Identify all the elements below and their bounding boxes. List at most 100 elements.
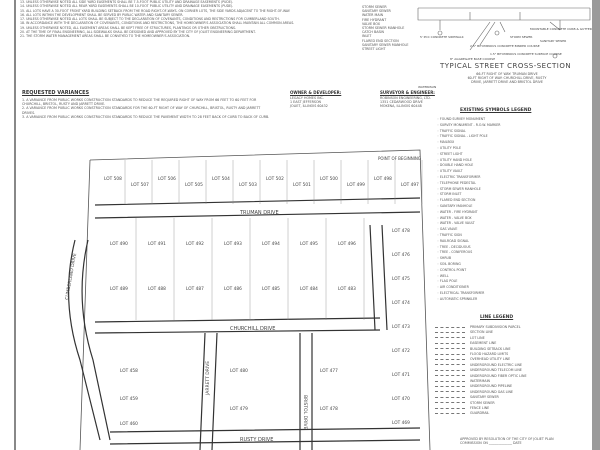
line-legend-item: OVERHEAD UTILITY LINE <box>435 357 510 361</box>
symbol-legend-item: ◦ STREET LIGHT <box>437 152 463 156</box>
line-label: UNDERGROUND GAS LINE <box>470 389 514 394</box>
symbol-icon: ◦ <box>437 198 440 203</box>
line-label: UNDERGROUND FIBER OPTIC LINE <box>470 373 527 378</box>
line-sample <box>435 364 465 366</box>
symbol-label: UTILITY VAULT <box>439 169 463 174</box>
symbol-legend-item: ◦ TRAFFIC SIGNAL - LIGHT POLE <box>437 134 488 138</box>
symbol-legend-item: ◦ AUTOMATIC SPRINKLER <box>437 297 477 301</box>
symbol-icon: ◦ <box>437 128 440 133</box>
cross-section-label: STORM SEWER <box>510 35 532 39</box>
line-legend-item: BUILDING SETBACK LINE <box>435 347 511 351</box>
ukey-line: STREET LIGHT <box>362 47 386 52</box>
lot-label: LOT 506 <box>158 176 176 182</box>
line-sample <box>435 326 465 328</box>
line-label: BUILDING SETBACK LINE <box>470 346 511 351</box>
line-label: UNDERGROUND ELECTRIC LINE <box>470 362 522 367</box>
ukey-line: SANITARY SEWER <box>362 9 391 14</box>
lot-label: LOT 496 <box>338 241 356 247</box>
symbol-legend-item: ◦ UTILITY VAULT <box>437 169 463 173</box>
symbol-label: AIR CONDITIONER <box>439 285 469 290</box>
xsub-line: DRIVE, JARRETT DRIVE AND BRISTOL DRIVE <box>471 80 543 85</box>
lot-label: LOT 504 <box>212 176 230 182</box>
symbol-label: MAILBOX <box>439 140 455 145</box>
truman-drive <box>94 197 421 219</box>
line-sample <box>435 348 465 350</box>
symbols-legend-title: EXISTING SYMBOLS LEGEND <box>460 108 532 113</box>
lot-label: LOT 478 <box>392 228 410 234</box>
symbol-legend-item: ◦ TRAFFIC SIGN <box>437 233 462 237</box>
symbol-legend-item: ◦ STORM SEWER MANHOLE <box>437 187 481 191</box>
symbol-label: FLARED END SECTION <box>439 198 476 203</box>
lot-label: LOT 469 <box>392 420 410 426</box>
symbol-icon: ◦ <box>437 180 440 185</box>
symbol-icon: ◦ <box>437 291 440 295</box>
symbol-legend-item: ◦ SHRUB <box>437 256 451 260</box>
cross-section-label: MOUNTABLE CONCRETE CURB & GUTTER <box>530 27 592 31</box>
symbol-icon: ◦ <box>437 163 440 168</box>
lot-label: LOT 490 <box>110 241 128 247</box>
line-label: SECTION LINE <box>470 330 493 335</box>
street-cross-section <box>417 7 591 59</box>
symbol-icon: ◦ <box>437 169 440 174</box>
symbol-label: CONTROL POINT <box>439 267 467 272</box>
street-label-rusty: RUSTY DRIVE <box>240 437 273 443</box>
symbol-legend-item: ◦ WATER - FIRE HYDRANT <box>437 210 478 214</box>
symbol-legend-item: ◦ AIR CONDITIONER <box>437 285 469 289</box>
line-label: STORM SEWER <box>470 400 495 405</box>
owner-line: JOLIET, ILLINOIS 60432 <box>290 104 328 109</box>
notes-line: 17. UNLESS OTHERWISE NOTED ALL LOTS SHAL… <box>20 17 280 22</box>
variances-list: 1. A VARIANCE FROM PUBLIC WORKS CONSTRUC… <box>22 98 272 119</box>
symbol-icon: ◦ <box>437 175 440 179</box>
line-sample <box>435 337 465 339</box>
symbol-legend-item: ◦ WELL <box>437 274 449 278</box>
var-line: 2. A VARIANCE FROM PUBLIC WORKS CONSTRUC… <box>22 106 261 115</box>
symbol-legend-item: ◦ WATER - VALVE BOX <box>437 216 472 220</box>
lot-label: LOT 458 <box>120 368 138 374</box>
symbol-icon: ◦ <box>437 262 440 266</box>
symbol-label: STORM INLET <box>439 192 462 197</box>
lot-label: LOT 480 <box>230 368 248 374</box>
ukey-line: STORM SEWER MANHOLE <box>362 26 405 31</box>
cross-section-label: 8" AGGREGATE BASE COURSE <box>450 57 495 61</box>
line-label: OVERHEAD UTILITY LINE <box>470 357 511 362</box>
cross-section-title: TYPICAL STREET CROSS-SECTION <box>440 62 572 70</box>
appr-line: COMMISSION ON ______________ DATE <box>460 441 522 446</box>
var-line: 1. A VARIANCE FROM PUBLIC WORKS CONSTRUC… <box>22 98 257 107</box>
street-label-jarrett: JARRETT DRIVE <box>205 361 211 396</box>
symbol-label: AUTOMATIC SPRINKLER <box>439 296 478 301</box>
line-sample <box>435 396 465 398</box>
surv-line: MOKENA, ILLINOIS 60448 <box>380 104 422 109</box>
ukey-line: WATER MAIN <box>362 13 384 18</box>
symbol-label: FLAG POLE <box>439 279 458 284</box>
symbol-legend-item: ◦ WATER - VALVE VAULT <box>437 221 475 225</box>
surv-line: ROBINSON ENGINEERING, LTD. <box>380 96 431 100</box>
symbol-label: ELECTRIC TRANSFORMER <box>439 175 481 179</box>
notes-line: 14. UNLESS OTHERWISE NOTED ALL REAR YARD… <box>20 4 234 9</box>
symbol-legend-item: ◦ FLAG POLE <box>437 279 457 283</box>
owner-title: OWNER & DEVELOPER: <box>290 90 342 95</box>
lot-label: LOT 489 <box>110 286 128 292</box>
subdivision-boundary <box>79 149 431 450</box>
symbol-icon: ◦ <box>437 221 440 226</box>
notes-line: 21. THE STORM WATER MANAGEMENT AREAS SHA… <box>20 34 191 39</box>
symbol-legend-item: ◦ STORM INLET <box>437 192 461 196</box>
symbol-label: SURVEY MONUMENT - R.O.W. MARKER <box>439 122 501 127</box>
symbol-label: TRAFFIC SIGNAL <box>439 128 466 133</box>
lot-label: LOT 475 <box>392 276 410 282</box>
street-label-churchill: CHURCHILL DRIVE <box>230 326 275 332</box>
symbol-legend-item: ◦ SURVEY MONUMENT - R.O.W. MARKER <box>437 123 501 127</box>
symbol-label: TRAFFIC SIGNAL - LIGHT POLE <box>439 134 488 139</box>
variances-title: REQUESTED VARIANCES <box>22 90 90 96</box>
lot-label: LOT 486 <box>224 286 242 292</box>
lot-label: LOT 503 <box>239 182 257 188</box>
symbol-legend-item: ◦ TRAFFIC SIGNAL <box>437 129 466 133</box>
symbol-label: WATER - VALVE VAULT <box>439 221 475 226</box>
line-label: EASEMENT LINE <box>470 341 497 346</box>
lot-label: LOT 483 <box>338 286 356 292</box>
line-legend-title: LINE LEGEND <box>480 315 514 320</box>
symbol-icon: ◦ <box>437 192 440 197</box>
line-label: LOT LINE <box>470 335 485 340</box>
xsub-line: 66-FT RIGHT OF WAY: TRUMAN DRIVE <box>476 72 538 76</box>
